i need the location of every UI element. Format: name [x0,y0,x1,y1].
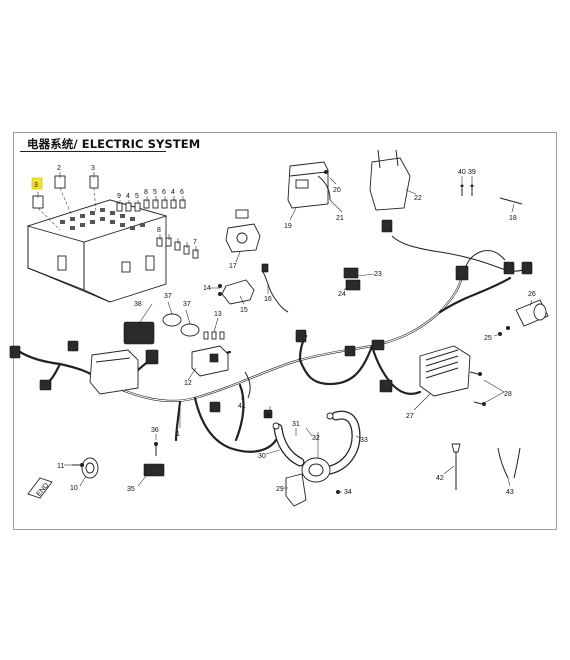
callout-4: 4 [171,189,175,196]
callout-13: 13 [214,311,222,318]
callout-7: 7 [193,239,197,246]
battery-strap-20-21[interactable] [317,170,331,201]
callout-27: 27 [406,413,414,420]
ecu-module[interactable] [89,349,139,395]
callout-18: 18 [509,215,517,222]
callout-23: 23 [374,271,382,278]
callout-37: 37 [164,293,172,300]
sensor-18[interactable] [499,197,523,205]
callout-8: 8 [157,227,161,234]
sensor-26[interactable] [515,299,549,327]
diagram-title: 电器系统/ ELECTRIC SYSTEM [27,137,201,151]
callout-41: 41 [238,403,246,410]
callout-8: 8 [144,189,148,196]
callout-33: 33 [360,437,368,444]
callout-40: 40 [458,169,466,176]
spark-plug-42[interactable] [451,443,461,490]
spark-cables-43[interactable] [497,447,521,479]
harness-connectors [9,219,533,419]
callout-43: 43 [506,489,514,496]
callout-35: 35 [127,486,135,493]
hose-33[interactable] [325,410,361,475]
callout-26: 26 [528,291,536,298]
title-underline [20,151,166,152]
bolt-11 [72,463,84,467]
callout-29: 29 [276,486,284,493]
callout-3-highlighted: 3 [34,182,38,189]
callout-5: 5 [153,189,157,196]
component-12[interactable] [191,345,229,377]
callout-39: 39 [468,169,476,176]
callout-38: 38 [134,301,142,308]
callout-9: 9 [117,193,121,200]
callout-1: 1 [176,431,180,438]
component-14-bolts [218,284,222,296]
fuse-box[interactable] [26,199,168,303]
battery-19[interactable] [287,161,329,209]
callout-2: 2 [57,165,61,172]
callout-21: 21 [336,215,344,222]
callout-19: 19 [284,223,292,230]
callout-9: 9 [266,413,270,420]
callout-4: 4 [126,193,130,200]
clamps-31 [272,412,334,430]
relay-23-24[interactable] [343,267,361,291]
callout-14: 14 [203,285,211,292]
callout-32: 32 [312,435,320,442]
callout-25: 25 [484,335,492,342]
hose-30[interactable] [273,423,305,467]
horn-10[interactable] [81,457,99,479]
callout-42: 42 [436,475,444,482]
callout-6: 6 [162,189,166,196]
callout-17: 17 [229,263,237,270]
leader-lines [37,172,533,493]
relay-and-fuse-parts [32,175,199,259]
component-13-fuses [203,331,225,340]
callout-5: 5 [135,193,139,200]
callout-20: 20 [333,187,341,194]
callout-36: 36 [151,427,159,434]
callout-24: 24 [338,291,346,298]
bracket-29[interactable] [285,473,307,507]
callout-3: 3 [91,165,95,172]
pump-32[interactable] [301,457,331,483]
callout-37: 37 [183,301,191,308]
callout-labels: 3 2 3 9 4 5 8 5 6 4 6 8 7 1 12 13 14 15 … [34,165,536,496]
callout-6: 6 [180,189,184,196]
callout-22: 22 [414,195,422,202]
component-16-cable[interactable] [261,263,289,313]
callout-15: 15 [240,307,248,314]
diagram-frame [13,132,557,530]
bolts-25 [498,326,510,336]
callout-28: 28 [504,391,512,398]
callout-16: 16 [264,296,272,303]
component-15[interactable] [221,279,255,305]
regulator-27[interactable] [419,345,471,397]
component-38[interactable] [123,321,155,345]
component-37-grommets[interactable] [162,313,200,337]
battery-holder-22[interactable] [369,149,411,211]
callout-11: 11 [57,463,64,470]
callout-34: 34 [344,489,352,496]
component-35[interactable] [143,463,165,477]
direction-arrow-badge: END [27,477,53,499]
callout-31: 31 [292,421,300,428]
fasteners-39-40 [460,184,474,196]
component-17[interactable] [225,209,261,253]
bolt-36 [154,442,158,456]
callout-30: 30 [258,453,266,460]
bolts-28 [469,371,486,406]
callout-10: 10 [70,485,78,492]
bolt-34 [336,490,340,494]
highlight-callout-3 [31,177,43,190]
callout-12: 12 [184,380,192,387]
